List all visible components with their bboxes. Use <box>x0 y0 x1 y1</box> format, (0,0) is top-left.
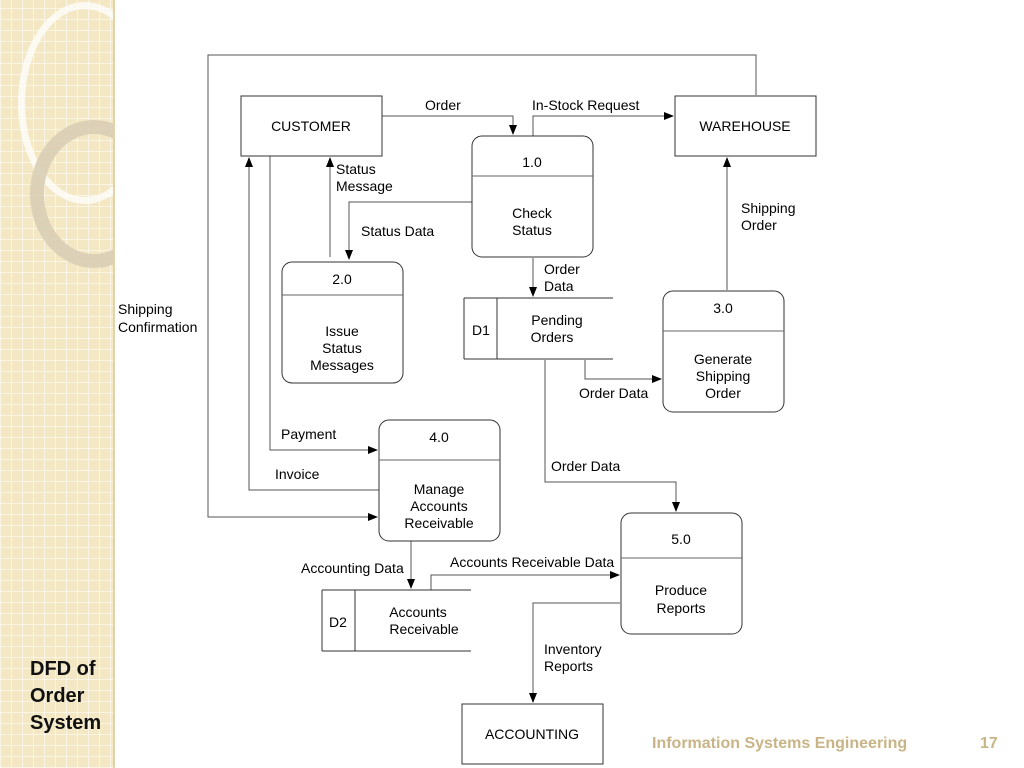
process-name: Status <box>322 340 362 356</box>
flow-inventory-reports <box>529 602 620 703</box>
flow-label-order-data: Order Data <box>551 458 620 474</box>
flow-label-order-data: Data <box>544 278 574 294</box>
flow-invoice <box>245 157 379 491</box>
flow-label-order: Order <box>425 97 461 113</box>
flow-label-order-data: Order Data <box>579 385 648 401</box>
process-1-check-status: 1.0 Check Status <box>471 135 594 258</box>
slide-title: DFD of Order System <box>30 658 102 734</box>
flow-order-data-2 <box>584 360 662 383</box>
flow-label-status-message: Status <box>336 161 376 177</box>
flow-order-data-3 <box>544 360 680 512</box>
flow-label-invoice: Invoice <box>275 466 320 482</box>
process-5-produce-reports: 5.0 Produce Reports <box>620 512 743 635</box>
flow-shipping-confirmation <box>207 54 757 521</box>
process-name: Reports <box>656 600 705 616</box>
flow-label-shipping-order: Shipping <box>741 200 796 216</box>
process-name: Order <box>705 385 741 401</box>
process-2-issue-status-messages: 2.0 Issue Status Messages <box>281 261 404 384</box>
entity-customer: CUSTOMER <box>240 95 383 157</box>
decorative-sidebar <box>0 0 113 768</box>
entity-label: WAREHOUSE <box>699 118 790 134</box>
flow-label-payment: Payment <box>281 426 336 442</box>
process-name: Status <box>512 222 552 238</box>
flow-label-accounting-data: Accounting Data <box>301 560 404 576</box>
process-name: Manage <box>414 481 465 497</box>
entity-accounting: ACCOUNTING <box>461 703 604 765</box>
process-id: 2.0 <box>332 271 352 287</box>
flow-label-order-data: Order <box>544 261 580 277</box>
flow-in-stock-request <box>532 112 674 136</box>
flow-label-shipping-order: Order <box>741 217 777 233</box>
flow-label-in-stock-request: In-Stock Request <box>532 97 639 113</box>
flow-status-data <box>345 201 472 260</box>
flow-payment <box>269 156 378 454</box>
page-number: 17 <box>980 735 998 752</box>
process-id: 5.0 <box>671 531 691 547</box>
process-id: 4.0 <box>429 429 449 445</box>
store-name: Receivable <box>389 621 458 637</box>
store-name: Pending <box>531 312 582 328</box>
entity-warehouse: WAREHOUSE <box>674 95 817 157</box>
flow-label-status-message: Message <box>336 178 393 194</box>
store-name: Orders <box>531 329 574 345</box>
store-id: D2 <box>329 614 347 630</box>
flow-label-inventory-reports: Inventory <box>544 641 602 657</box>
sidebar-divider <box>113 0 115 768</box>
process-name: Generate <box>694 351 753 367</box>
process-name: Receivable <box>404 515 473 531</box>
store-id: D1 <box>472 322 490 338</box>
flow-label-status-data: Status Data <box>361 223 434 239</box>
process-name: Accounts <box>410 498 468 514</box>
entity-label: CUSTOMER <box>271 118 351 134</box>
entity-label: ACCOUNTING <box>485 726 579 742</box>
process-name: Check <box>512 205 553 221</box>
flow-label-inventory-reports: Reports <box>544 658 593 674</box>
store-d1-pending-orders <box>463 297 613 360</box>
flow-label-accounts-receivable-data: Accounts Receivable Data <box>450 554 614 570</box>
process-name: Produce <box>655 582 707 598</box>
process-name: Shipping <box>696 368 751 384</box>
flow-ar-data <box>430 571 620 590</box>
flow-label-shipping-confirmation: Confirmation <box>118 319 197 335</box>
footer-text: Information Systems Engineering <box>652 735 908 752</box>
process-4-manage-accounts-receivable: 4.0 Manage Accounts Receivable <box>378 419 501 542</box>
process-name: Issue <box>325 323 359 339</box>
flow-label-shipping-confirmation: Shipping <box>118 301 173 317</box>
process-id: 1.0 <box>522 154 542 170</box>
process-name: Messages <box>310 357 374 373</box>
process-id: 3.0 <box>713 300 733 316</box>
store-name: Accounts <box>389 604 447 620</box>
process-3-generate-shipping-order: 3.0 Generate Shipping Order <box>662 290 785 413</box>
store-d2-accounts-receivable <box>321 589 471 652</box>
